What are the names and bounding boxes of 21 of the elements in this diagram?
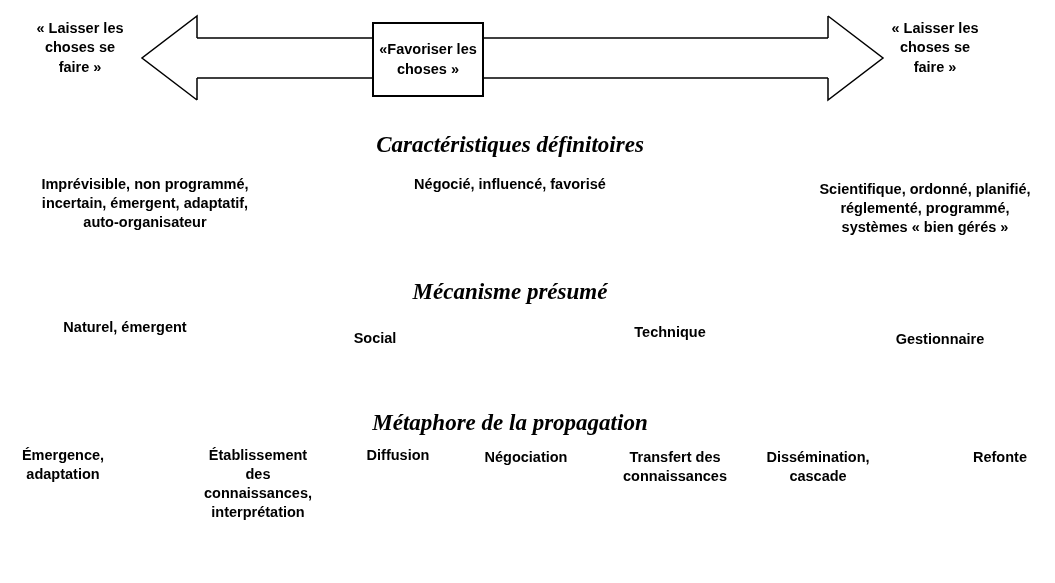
descriptor-text: Imprévisible, non programmé, incertain, émergent, adaptatif, auto-organisateur bbox=[40, 175, 250, 232]
descriptor-text: Négociation bbox=[483, 448, 569, 467]
spectrum-end-label: « Laisser les choses se faire » bbox=[35, 18, 125, 77]
descriptor-text: Refonte bbox=[972, 448, 1028, 467]
descriptor-text: Dissémination, cascade bbox=[765, 448, 871, 486]
descriptor-text: Diffusion bbox=[365, 446, 431, 465]
descriptor-text: Social bbox=[352, 329, 398, 348]
section-heading: Caractéristiques définitoires bbox=[375, 132, 645, 158]
spectrum-end-label: « Laisser les choses se faire » bbox=[890, 18, 980, 77]
descriptor-text: Établissement des connaissances, interprétation bbox=[203, 446, 313, 522]
box-text: «Favoriser les choses » bbox=[378, 39, 478, 79]
descriptor-text: Gestionnaire bbox=[894, 330, 986, 349]
descriptor-text: Scientifique, ordonné, planifié, réglementé, programmé, systèmes « bien gérés » bbox=[818, 180, 1032, 237]
section-heading: Mécanisme présumé bbox=[411, 279, 609, 305]
descriptor-text: Négocié, influencé, favorisé bbox=[413, 175, 607, 194]
descriptor-text: Transfert des connaissances bbox=[622, 448, 728, 486]
descriptor-text: Naturel, émergent bbox=[62, 318, 188, 337]
descriptor-text: Technique bbox=[633, 323, 707, 342]
process-box bbox=[372, 22, 484, 97]
descriptor-text: Émergence, adaptation bbox=[20, 446, 106, 484]
section-heading: Métaphore de la propagation bbox=[371, 410, 649, 436]
